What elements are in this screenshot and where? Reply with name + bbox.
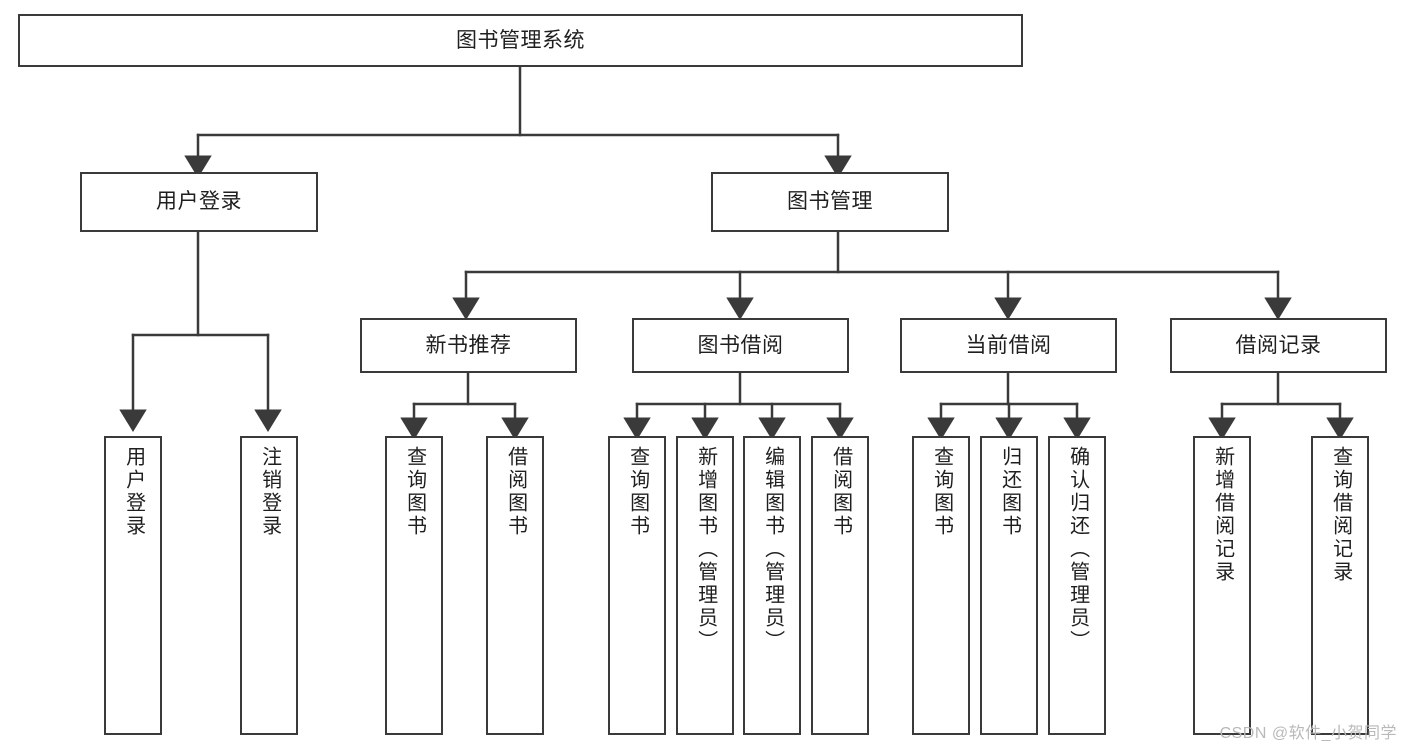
- leaf-user-logout[interactable]: 注销登录: [240, 436, 298, 735]
- leaf-borrow-book-2[interactable]: 借阅图书: [811, 436, 869, 735]
- leaf-add-book[interactable]: 新增图书（管理员）: [676, 436, 734, 735]
- leaf-query-book-2-label: 查询图书: [626, 446, 649, 538]
- node-book-borrow-label: 图书借阅: [697, 333, 784, 357]
- leaf-add-book-label: 新增图书（管理员）: [694, 446, 717, 653]
- leaf-user-login-label: 用户登录: [122, 446, 145, 538]
- leaf-query-book-2[interactable]: 查询图书: [608, 436, 666, 735]
- node-new-book-recommend-label: 新书推荐: [425, 333, 512, 357]
- node-user-login[interactable]: 用户登录: [80, 172, 318, 232]
- leaf-borrow-book-2-label: 借阅图书: [829, 446, 852, 538]
- leaf-edit-book[interactable]: 编辑图书（管理员）: [743, 436, 801, 735]
- leaf-user-login[interactable]: 用户登录: [104, 436, 162, 735]
- csdn-watermark: CSDN @软件_小贺同学: [1219, 725, 1397, 742]
- node-root-label: 图书管理系统: [456, 28, 585, 52]
- leaf-add-record[interactable]: 新增借阅记录: [1193, 436, 1251, 735]
- leaf-query-book-3[interactable]: 查询图书: [912, 436, 970, 735]
- node-root[interactable]: 图书管理系统: [18, 14, 1023, 67]
- node-borrow-record[interactable]: 借阅记录: [1170, 318, 1387, 373]
- leaf-query-book-1-label: 查询图书: [403, 446, 426, 538]
- leaf-add-record-label: 新增借阅记录: [1211, 446, 1234, 584]
- node-borrow-record-label: 借阅记录: [1235, 333, 1322, 357]
- leaf-confirm-return[interactable]: 确认归还（管理员）: [1048, 436, 1106, 735]
- node-current-borrow-label: 当前借阅: [965, 333, 1052, 357]
- leaf-return-book[interactable]: 归还图书: [980, 436, 1038, 735]
- leaf-edit-book-label: 编辑图书（管理员）: [761, 446, 784, 653]
- leaf-borrow-book-1-label: 借阅图书: [504, 446, 527, 538]
- node-new-book-recommend[interactable]: 新书推荐: [360, 318, 577, 373]
- leaf-confirm-return-label: 确认归还（管理员）: [1066, 446, 1089, 653]
- node-user-login-label: 用户登录: [156, 190, 242, 214]
- leaf-query-record-label: 查询借阅记录: [1329, 446, 1352, 584]
- leaf-query-book-1[interactable]: 查询图书: [385, 436, 443, 735]
- node-current-borrow[interactable]: 当前借阅: [900, 318, 1117, 373]
- node-book-manage-label: 图书管理: [787, 190, 873, 214]
- leaf-user-logout-label: 注销登录: [258, 446, 281, 538]
- node-book-borrow[interactable]: 图书借阅: [632, 318, 849, 373]
- leaf-query-book-3-label: 查询图书: [930, 446, 953, 538]
- leaf-return-book-label: 归还图书: [998, 446, 1021, 538]
- leaf-query-record[interactable]: 查询借阅记录: [1311, 436, 1369, 735]
- node-book-manage[interactable]: 图书管理: [711, 172, 949, 232]
- leaf-borrow-book-1[interactable]: 借阅图书: [486, 436, 544, 735]
